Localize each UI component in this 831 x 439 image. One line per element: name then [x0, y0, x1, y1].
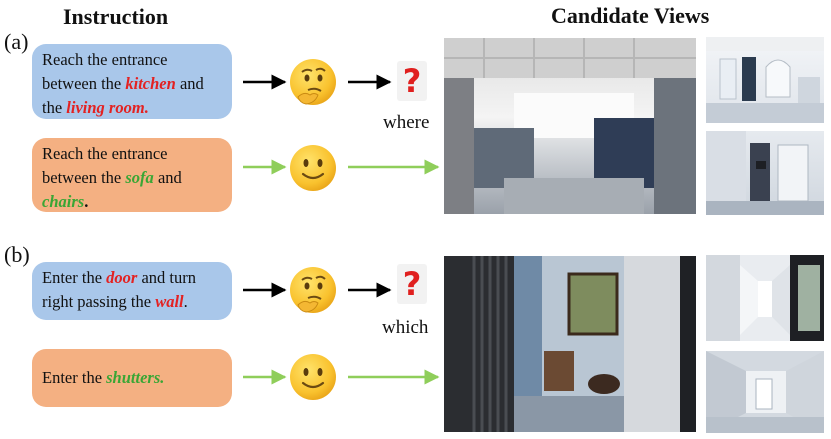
thinking-face-icon — [290, 267, 336, 313]
slightly-smiling-face-icon — [290, 354, 336, 400]
landmark-sofa: sofa — [125, 168, 154, 187]
clear-instruction-b: Enter the shutters. — [32, 349, 232, 407]
question-mark-icon: ? — [397, 264, 427, 304]
ambiguous-instruction-b: Enter the door and turn right passing th… — [32, 262, 232, 320]
arrow-to-question-a — [348, 74, 392, 90]
ambiguous-instruction-a: Reach the entrance between the kitchen a… — [32, 44, 232, 119]
landmark-living-room: living room — [66, 98, 145, 117]
question-word-a: where — [383, 112, 430, 133]
candidate-view-top-b — [706, 255, 824, 341]
instruction-heading: Instruction — [63, 4, 169, 29]
question-mark-icon: ? — [397, 61, 427, 101]
arrow-to-views-a — [348, 159, 440, 175]
clear-instruction-a: Reach the entrance between the sofa and … — [32, 138, 232, 212]
thinking-face-icon — [290, 59, 336, 105]
landmark-wall: wall — [155, 292, 184, 311]
arrow-to-thinking-a — [243, 74, 287, 90]
arrow-to-thinking-b — [243, 282, 287, 298]
candidate-views-heading: Candidate Views — [551, 3, 710, 28]
arrow-to-smile-a — [243, 159, 287, 175]
candidate-view-bottom-b — [706, 351, 824, 433]
arrow-to-question-b — [348, 282, 392, 298]
landmark-shutters: shutters — [106, 368, 161, 387]
panel-label-a: (a) — [4, 29, 29, 54]
candidate-view-main-b — [444, 256, 696, 432]
panel-label-b: (b) — [4, 242, 30, 267]
candidate-view-bottom-a — [706, 131, 824, 215]
candidate-view-top-a — [706, 37, 824, 123]
arrow-to-views-b — [348, 369, 440, 385]
candidate-view-main-a — [444, 38, 696, 214]
landmark-door: door — [106, 268, 138, 287]
arrow-to-smile-b — [243, 369, 287, 385]
landmark-kitchen: kitchen — [125, 74, 176, 93]
landmark-chairs: chairs — [42, 192, 85, 211]
question-word-b: which — [382, 317, 429, 338]
slightly-smiling-face-icon — [290, 145, 336, 191]
